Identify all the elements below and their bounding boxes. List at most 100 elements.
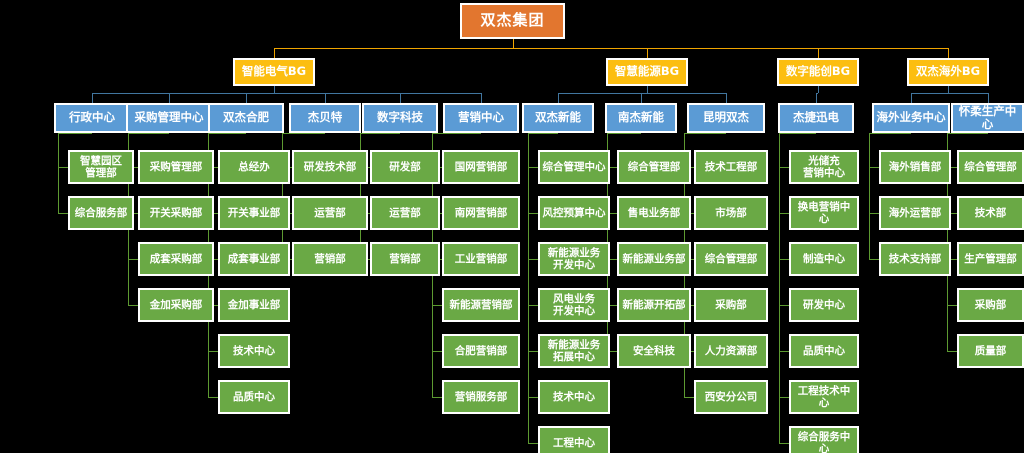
node-leaf-6-5[interactable]: 技术中心	[538, 380, 610, 414]
node-dept-4[interactable]: 数字科技	[362, 103, 438, 133]
node-leaf-2-0[interactable]: 总经办	[218, 150, 290, 184]
link-dept-stem	[816, 93, 817, 103]
node-leaf-9-4[interactable]: 品质中心	[789, 334, 859, 368]
node-leaf-7-1[interactable]: 售电业务部	[617, 196, 691, 230]
node-leaf-9-0[interactable]: 光储充营销中心	[789, 150, 859, 184]
node-leaf-11-3[interactable]: 采购部	[957, 288, 1024, 322]
node-leaf-2-2[interactable]: 成套事业部	[218, 242, 290, 276]
node-label: 技术工程部	[704, 160, 758, 173]
node-leaf-6-4[interactable]: 新能源业务拓展中心	[538, 334, 610, 368]
link-dept-bus	[92, 93, 481, 94]
node-leaf-1-0[interactable]: 采购管理部	[138, 150, 214, 184]
link-bg-down	[948, 86, 949, 93]
node-dept-10[interactable]: 海外业务中心	[872, 103, 950, 133]
link-leaf-branch	[779, 213, 789, 214]
node-leaf-5-0[interactable]: 国网营销部	[442, 150, 520, 184]
node-leaf-7-2[interactable]: 新能源业务部	[617, 242, 691, 276]
node-leaf-5-2[interactable]: 工业营销部	[442, 242, 520, 276]
node-bg-0[interactable]: 智能电气BG	[233, 58, 315, 86]
link-dept-stem	[246, 93, 247, 103]
node-label: 国网营销部	[454, 160, 508, 173]
node-leaf-6-1[interactable]: 风控预算中心	[538, 196, 610, 230]
node-leaf-9-6[interactable]: 综合服务中心	[789, 426, 859, 453]
node-leaf-9-5[interactable]: 工程技术中心	[789, 380, 859, 414]
node-leaf-1-2[interactable]: 成套采购部	[138, 242, 214, 276]
node-leaf-10-0[interactable]: 海外销售部	[879, 150, 951, 184]
node-dept-3[interactable]: 杰贝特	[289, 103, 361, 133]
node-label: 总经办	[238, 160, 270, 173]
node-leaf-8-3[interactable]: 采购部	[694, 288, 768, 322]
node-leaf-5-5[interactable]: 营销服务部	[442, 380, 520, 414]
node-leaf-0-0[interactable]: 智慧园区管理部	[68, 150, 134, 184]
node-leaf-6-3[interactable]: 风电业务开发中心	[538, 288, 610, 322]
node-leaf-3-0[interactable]: 研发技术部	[292, 150, 368, 184]
node-leaf-11-2[interactable]: 生产管理部	[957, 242, 1024, 276]
node-leaf-5-4[interactable]: 合肥营销部	[442, 334, 520, 368]
node-dept-5[interactable]: 营销中心	[443, 103, 519, 133]
node-label: 南网营销部	[454, 206, 508, 219]
node-leaf-4-1[interactable]: 运营部	[370, 196, 440, 230]
node-label: 开关采购部	[149, 206, 203, 219]
link-leaf-spine-jog	[869, 133, 911, 134]
node-leaf-8-5[interactable]: 西安分公司	[694, 380, 768, 414]
node-leaf-3-2[interactable]: 营销部	[292, 242, 368, 276]
node-dept-9[interactable]: 杰捷迅电	[778, 103, 854, 133]
node-dept-1[interactable]: 采购管理中心	[126, 103, 212, 133]
node-bg-1[interactable]: 智慧能源BG	[606, 58, 688, 86]
node-leaf-11-0[interactable]: 综合管理部	[957, 150, 1024, 184]
node-dept-8[interactable]: 昆明双杰	[687, 103, 765, 133]
link-bg-stem	[274, 48, 275, 58]
node-label: 双杰新能	[535, 110, 581, 125]
node-leaf-3-1[interactable]: 运营部	[292, 196, 368, 230]
link-dept-stem	[558, 93, 559, 103]
link-leaf-branch	[869, 167, 879, 168]
node-leaf-4-0[interactable]: 研发部	[370, 150, 440, 184]
node-leaf-7-0[interactable]: 综合管理部	[617, 150, 691, 184]
node-leaf-1-1[interactable]: 开关采购部	[138, 196, 214, 230]
node-leaf-10-2[interactable]: 技术支持部	[879, 242, 951, 276]
node-leaf-6-6[interactable]: 工程中心	[538, 426, 610, 453]
node-leaf-7-3[interactable]: 新能源开拓部	[617, 288, 691, 322]
node-label: 智慧能源BG	[614, 64, 680, 79]
node-label: 数字能创BG	[785, 64, 851, 79]
node-leaf-2-3[interactable]: 金加事业部	[218, 288, 290, 322]
node-leaf-4-2[interactable]: 营销部	[370, 242, 440, 276]
node-leaf-9-3[interactable]: 研发中心	[789, 288, 859, 322]
node-leaf-6-0[interactable]: 综合管理中心	[538, 150, 610, 184]
node-bg-3[interactable]: 双杰海外BG	[907, 58, 989, 86]
node-leaf-2-5[interactable]: 品质中心	[218, 380, 290, 414]
node-leaf-11-4[interactable]: 质量部	[957, 334, 1024, 368]
node-leaf-8-2[interactable]: 综合管理部	[694, 242, 768, 276]
node-leaf-7-4[interactable]: 安全科技	[617, 334, 691, 368]
node-leaf-5-3[interactable]: 新能源营销部	[442, 288, 520, 322]
node-label: 双杰集团	[480, 11, 545, 30]
node-leaf-11-1[interactable]: 技术部	[957, 196, 1024, 230]
node-dept-2[interactable]: 双杰合肥	[208, 103, 284, 133]
node-leaf-10-1[interactable]: 海外运营部	[879, 196, 951, 230]
node-leaf-8-4[interactable]: 人力资源部	[694, 334, 768, 368]
node-leaf-6-2[interactable]: 新能源业务开发中心	[538, 242, 610, 276]
node-leaf-8-1[interactable]: 市场部	[694, 196, 768, 230]
node-label: 新能源开拓部	[622, 298, 686, 311]
node-label: 换电营销中心	[797, 200, 851, 225]
node-leaf-2-4[interactable]: 技术中心	[218, 334, 290, 368]
link-leaf-branch	[208, 351, 218, 352]
node-bg-2[interactable]: 数字能创BG	[777, 58, 859, 86]
node-leaf-0-1[interactable]: 综合服务部	[68, 196, 134, 230]
node-label: 品质中心	[803, 344, 845, 357]
node-leaf-1-3[interactable]: 金加采购部	[138, 288, 214, 322]
node-dept-0[interactable]: 行政中心	[54, 103, 130, 133]
node-leaf-9-2[interactable]: 制造中心	[789, 242, 859, 276]
node-label: 安全科技	[633, 344, 675, 357]
node-leaf-8-0[interactable]: 技术工程部	[694, 150, 768, 184]
node-dept-7[interactable]: 南杰新能	[605, 103, 677, 133]
node-dept-6[interactable]: 双杰新能	[522, 103, 594, 133]
node-root[interactable]: 双杰集团	[460, 3, 565, 39]
node-label: 研发技术部	[303, 160, 357, 173]
node-leaf-9-1[interactable]: 换电营销中心	[789, 196, 859, 230]
node-leaf-5-1[interactable]: 南网营销部	[442, 196, 520, 230]
link-leaf-branch	[58, 167, 68, 168]
node-dept-11[interactable]: 怀柔生产中心	[951, 103, 1024, 133]
node-label: 综合服务中心	[797, 430, 851, 453]
node-leaf-2-1[interactable]: 开关事业部	[218, 196, 290, 230]
